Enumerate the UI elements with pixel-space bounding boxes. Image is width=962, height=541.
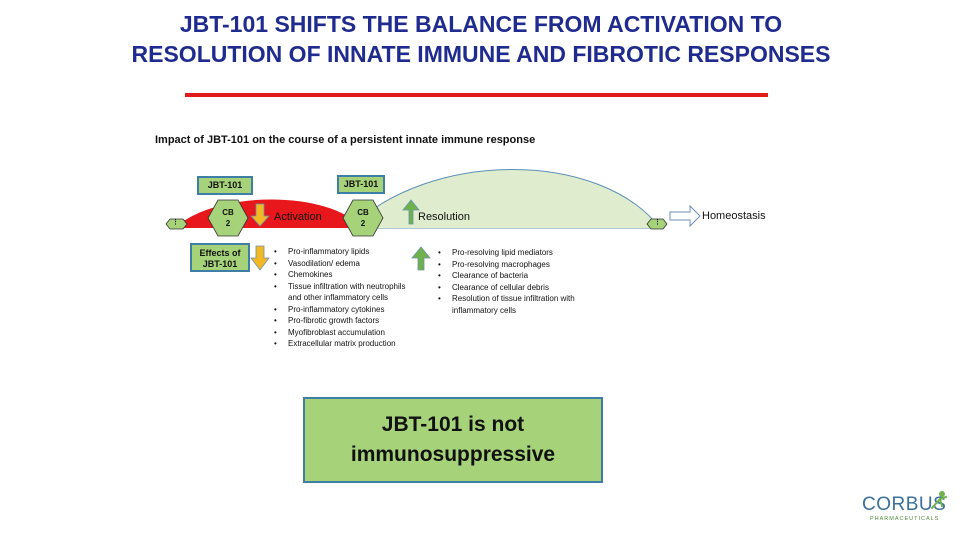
slide-title-line2: RESOLUTION OF INNATE IMMUNE AND FIBROTIC… — [131, 41, 831, 67]
activation-label: Activation — [274, 211, 322, 223]
list-item: Clearance of bacteria — [438, 270, 575, 282]
immunosuppressive-callout: JBT-101 is not immunosuppressive — [303, 397, 603, 483]
list-item: Resolution of tissue infiltration with — [438, 293, 575, 305]
cb2-left-line1: CB — [222, 208, 234, 217]
cb2-label-left: CB 2 — [218, 207, 238, 229]
callout-line1: JBT-101 is not — [381, 413, 525, 436]
baseline-band — [175, 220, 665, 228]
resolution-label: Resolution — [418, 211, 470, 223]
homeostasis-label: Homeostasis — [702, 210, 766, 222]
list-item: Clearance of cellular debris — [438, 282, 575, 294]
effects-up-arrow-icon — [411, 246, 431, 271]
jbt-tag-left: JBT-101 — [197, 176, 253, 195]
cb2-right-line1: CB — [357, 208, 369, 217]
effects-line1: Effects of — [199, 248, 241, 258]
effects-down-arrow-icon — [250, 245, 270, 271]
resolution-up-arrow-icon — [402, 199, 420, 225]
list-item: Pro-fibrotic growth factors — [274, 315, 406, 327]
list-item: Extracellular matrix production — [274, 338, 406, 350]
activation-down-arrow-icon — [250, 203, 270, 227]
corbus-logo: CORBUS PHARMACEUTICALS — [862, 490, 952, 530]
end-node — [646, 218, 668, 230]
end-node-glyph: ⋮ — [654, 219, 661, 226]
list-item: Tissue infiltration with neutrophils — [274, 281, 405, 293]
resolution-effects-list: Pro-resolving lipid mediators Pro-resolv… — [438, 247, 575, 316]
list-item: Pro-inflammatory cytokines — [274, 304, 406, 316]
slide-title-line1: JBT-101 SHIFTS THE BALANCE FROM ACTIVATI… — [179, 11, 783, 37]
start-node — [165, 218, 188, 230]
activation-effects-list: Pro-inflammatory lipids Vasodilation/ ed… — [274, 246, 406, 350]
effects-line2: JBT-101 — [202, 259, 238, 269]
cb2-left-line2: 2 — [225, 219, 231, 228]
list-item: Pro-resolving lipid mediators — [438, 247, 575, 259]
logo-tagline: PHARMACEUTICALS — [870, 516, 940, 522]
list-item-continuation: inflammatory cells — [452, 305, 517, 315]
resolution-curve — [348, 169, 662, 229]
list-item: Myofibroblast accumulation — [274, 327, 406, 339]
list-item: Chemokines — [274, 269, 406, 281]
cb2-hexagon-right — [342, 199, 384, 237]
list-item-continuation: and other inflammatory cells — [288, 293, 389, 302]
callout-line2: immunosuppressive — [350, 443, 556, 466]
cb2-label-right: CB 2 — [353, 207, 373, 229]
figure-subtitle: Impact of JBT-101 on the course of a per… — [155, 134, 536, 146]
start-node-glyph: ⋮ — [172, 219, 179, 226]
list-item: Vasodilation/ edema — [274, 258, 406, 270]
baseline-red-band — [175, 220, 355, 228]
list-item: Pro-resolving macrophages — [438, 259, 575, 271]
homeostasis-arrow-icon — [669, 204, 701, 228]
logo-name: CORBUS — [862, 494, 947, 515]
jbt-tag-right: JBT-101 — [337, 175, 385, 194]
list-item: Pro-inflammatory lipids — [274, 246, 406, 258]
slide-title: JBT-101 SHIFTS THE BALANCE FROM ACTIVATI… — [0, 9, 962, 69]
person-figure-icon — [931, 491, 947, 509]
effects-of-jbt-box: Effects of JBT-101 — [190, 243, 250, 272]
title-divider — [185, 93, 768, 97]
cb2-right-line2: 2 — [360, 219, 366, 228]
cb2-hexagon-left — [207, 199, 249, 237]
